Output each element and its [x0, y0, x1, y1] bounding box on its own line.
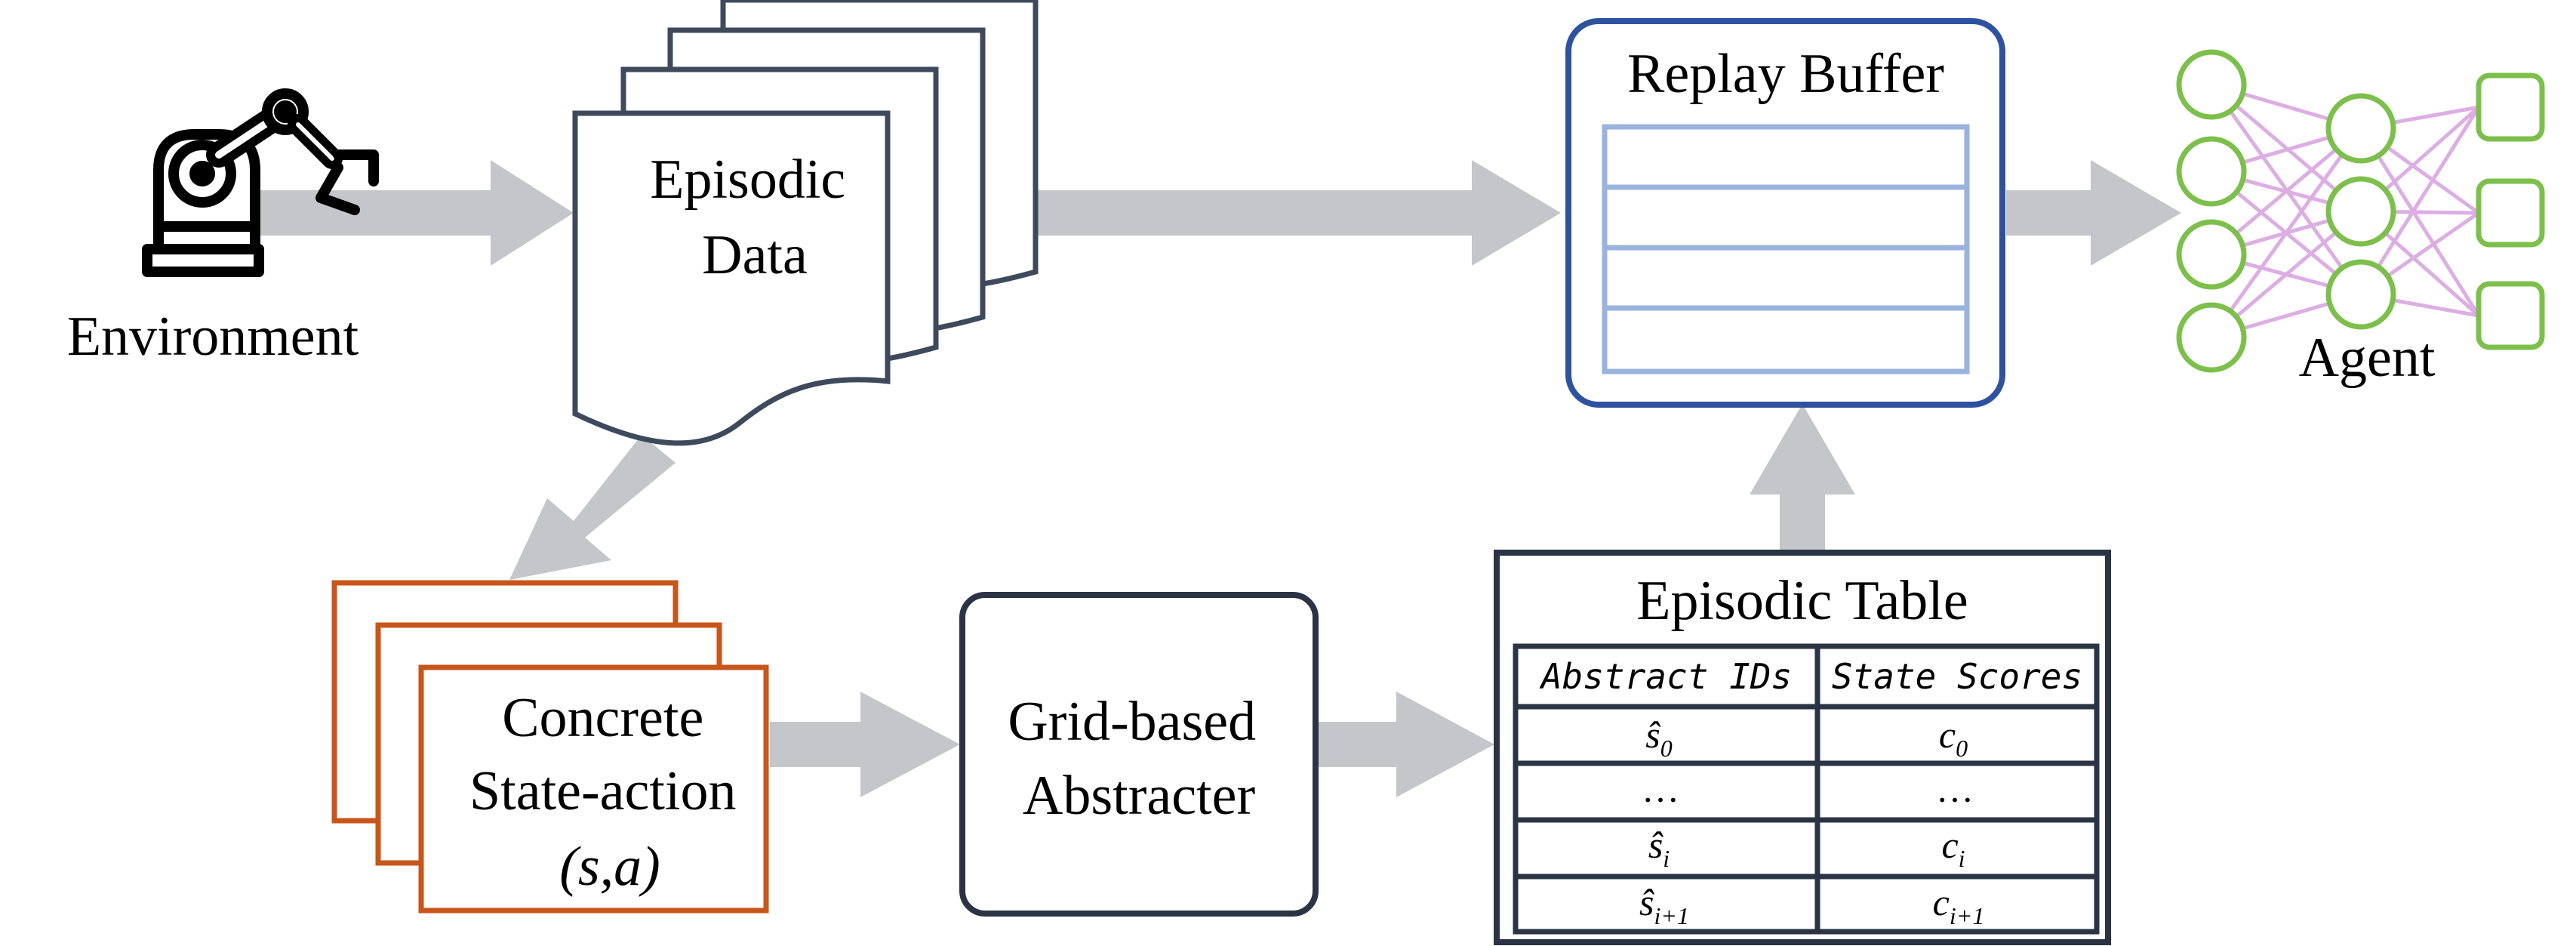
table-row-1-score: … — [1936, 768, 1974, 810]
abstracter-label: Grid-based Abstracter — [1008, 691, 1270, 827]
table-row-2-score: ci — [1941, 824, 1965, 872]
document-page-1 — [572, 110, 891, 446]
table-row-2-id: ŝi — [1648, 824, 1670, 872]
arrow-abstracter-to-episodic-table — [1317, 692, 1494, 797]
neural-network-icon — [2176, 49, 2545, 373]
arrows — [249, 160, 2181, 797]
abstracter-label-line2: Abstracter — [1023, 765, 1255, 827]
concrete-frame-front — [418, 664, 769, 914]
agent-label: Agent — [2299, 327, 2436, 389]
abstracter-label-line1: Grid-based — [1008, 691, 1256, 753]
nn-node — [2325, 259, 2396, 330]
robot-arm-icon — [142, 88, 379, 277]
nn-node — [2176, 49, 2247, 120]
concrete-state-action-stack — [331, 580, 769, 914]
replay-buffer-rows — [1602, 124, 1970, 374]
episodic-data-label: Episodic Data — [650, 149, 859, 286]
buffer-row — [1602, 305, 1970, 374]
table-row-3-id: ŝi+1 — [1639, 881, 1689, 929]
table-row-0-score: c0 — [1939, 713, 1968, 762]
episodic-table-title: Episodic Table — [1636, 570, 1968, 632]
concrete-label-line1: Concrete — [502, 687, 703, 749]
episodic-data-label-line1: Episodic — [650, 149, 845, 211]
nn-node — [2176, 219, 2247, 290]
nn-input-nodes — [2176, 49, 2247, 373]
arrow-replay-buffer-to-agent — [2006, 160, 2181, 266]
abstracter-box — [959, 592, 1319, 917]
table-row-0-id: ŝ0 — [1645, 713, 1672, 762]
concrete-label: Concrete State-action (s,a) — [469, 687, 750, 898]
table-header-state-scores: State Scores — [1832, 656, 2082, 697]
nn-hidden-nodes — [2325, 93, 2396, 330]
nn-node — [2176, 136, 2247, 207]
table-row-3-score: ci+1 — [1933, 881, 1985, 929]
arrow-concrete-to-abstracter — [770, 692, 960, 797]
episodic-table-grid — [1513, 643, 2100, 935]
episodic-table-rows: ŝ0 c0 … … ŝi ci ŝi+1 ci+1 — [1639, 713, 1984, 929]
episodic-data-stack — [572, 0, 1039, 446]
arrow-episodic-table-to-replay-buffer — [1750, 404, 1855, 550]
table-header-abstract-ids: Abstract IDs — [1539, 656, 1792, 697]
environment-label: Environment — [67, 306, 359, 368]
concrete-label-line2: State-action — [469, 760, 736, 822]
nn-node — [2176, 302, 2247, 373]
arrow-episodic-data-to-concrete — [509, 435, 676, 580]
arrow-episodic-data-to-replay-buffer — [1036, 160, 1561, 266]
nn-node — [2325, 93, 2396, 164]
table-row-1-id: … — [1642, 768, 1679, 810]
nn-node — [2325, 176, 2396, 247]
concrete-label-line3: (s,a) — [559, 836, 660, 898]
nn-output-node — [2476, 72, 2545, 142]
nn-output-node — [2476, 178, 2545, 248]
episodic-data-label-line2: Data — [702, 224, 808, 286]
episodic-table-header: Abstract IDs State Scores — [1539, 656, 2082, 697]
nn-output-node — [2476, 281, 2545, 350]
replay-buffer-title: Replay Buffer — [1627, 43, 1944, 105]
nn-output-nodes — [2476, 72, 2545, 350]
arrow-environment-to-episodic-data — [249, 160, 574, 266]
